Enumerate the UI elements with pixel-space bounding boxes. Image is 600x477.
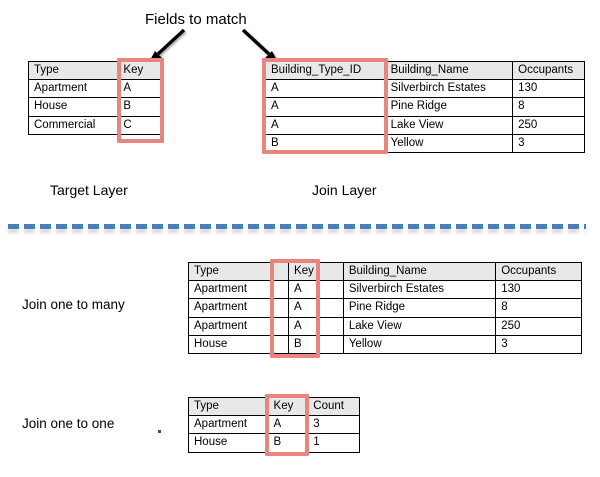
cell-occupants: 250 [512,115,585,135]
column-header-count: Count [307,396,360,417]
column-header-key: Key [117,60,162,81]
table-row: A Pine Ridge 8 [265,97,585,117]
stray-dot-artifact [158,430,161,433]
column-header-key: Key [288,261,344,282]
cell-occupants: 3 [495,334,582,355]
cell-count: 1 [307,433,360,453]
table-row: A Lake View 250 [265,115,585,135]
join-layer-table: Building_Type_ID Building_Name Occupants… [265,60,585,154]
cell-type: House [187,334,290,355]
table-header-row: Building_Type_ID Building_Name Occupants [265,60,585,81]
column-header-type: Type [187,261,290,282]
cell-occupants: 130 [512,79,585,99]
cell-occupants: 250 [495,316,582,336]
table-row: Apartment A Lake View 250 [187,316,582,336]
column-header-building-name: Building_Name [384,60,514,81]
cell-building-name: Lake View [342,316,497,336]
cell-building-name: Lake View [384,115,514,135]
cell-building-name: Pine Ridge [384,97,514,117]
cell-building-name: Yellow [342,334,497,355]
column-header-building-name: Building_Name [342,261,497,282]
table-row: Apartment A Silverbirch Estates 130 [187,280,582,300]
cell-key: A [288,316,344,336]
cell-type: Apartment [27,79,119,99]
target-layer-caption: Target Layer [50,182,128,198]
table-header-row: Type Key Count [188,396,360,417]
dashed-divider-icon [8,224,586,229]
cell-occupants: 8 [495,298,582,318]
cell-key: B [267,433,309,453]
fields-to-match-label: Fields to match [145,11,247,28]
table-row: A Silverbirch Estates 130 [265,79,585,99]
table-row: House B Yellow 3 [187,334,582,355]
cell-occupants: 3 [512,133,585,154]
cell-key: A [267,415,309,435]
cell-building-name: Pine Ridge [342,298,497,318]
join-one-to-many-caption: Join one to many [22,297,125,312]
cell-type: Apartment [188,415,269,435]
cell-type: House [27,97,119,117]
table-row: House B [27,97,162,117]
column-header-type: Type [27,60,119,81]
cell-key: B [117,97,162,117]
cell-key: B [288,334,344,355]
cell-type: House [188,433,269,453]
join-one-to-one-table: Type Key Count Apartment A 3 House B 1 [188,396,360,453]
table-row: B Yellow 3 [265,133,585,154]
cell-key: A [117,79,162,99]
cell-occupants: 130 [495,280,582,300]
cell-building-type-id: A [265,97,386,117]
column-header-key: Key [267,396,309,417]
cell-building-name: Silverbirch Estates [342,280,497,300]
column-header-type: Type [188,396,269,417]
cell-building-type-id: B [265,133,386,154]
table-row: House B 1 [188,433,360,453]
table-row: Commercial C [27,115,162,135]
cell-type: Apartment [187,316,290,336]
cell-type: Commercial [27,115,119,135]
join-one-to-one-caption: Join one to one [22,416,115,431]
cell-key: A [288,280,344,300]
target-layer-table: Type Key Apartment A House B Commercial … [27,60,162,135]
cell-occupants: 8 [512,97,585,117]
join-one-to-many-table: Type Key Building_Name Occupants Apartme… [187,261,582,355]
cell-building-type-id: A [265,79,386,99]
cell-count: 3 [307,415,360,435]
cell-building-name: Yellow [384,133,514,154]
column-header-occupants: Occupants [512,60,585,81]
table-header-row: Type Key [27,60,162,81]
join-layer-caption: Join Layer [312,182,377,198]
column-header-occupants: Occupants [495,261,582,282]
table-row: Apartment A 3 [188,415,360,435]
cell-type: Apartment [187,280,290,300]
cell-building-name: Silverbirch Estates [384,79,514,99]
cell-type: Apartment [187,298,290,318]
cell-key: A [288,298,344,318]
cell-key: C [117,115,162,135]
cell-building-type-id: A [265,115,386,135]
table-row: Apartment A Pine Ridge 8 [187,298,582,318]
table-header-row: Type Key Building_Name Occupants [187,261,582,282]
table-row: Apartment A [27,79,162,99]
column-header-building-type-id: Building_Type_ID [265,60,386,81]
